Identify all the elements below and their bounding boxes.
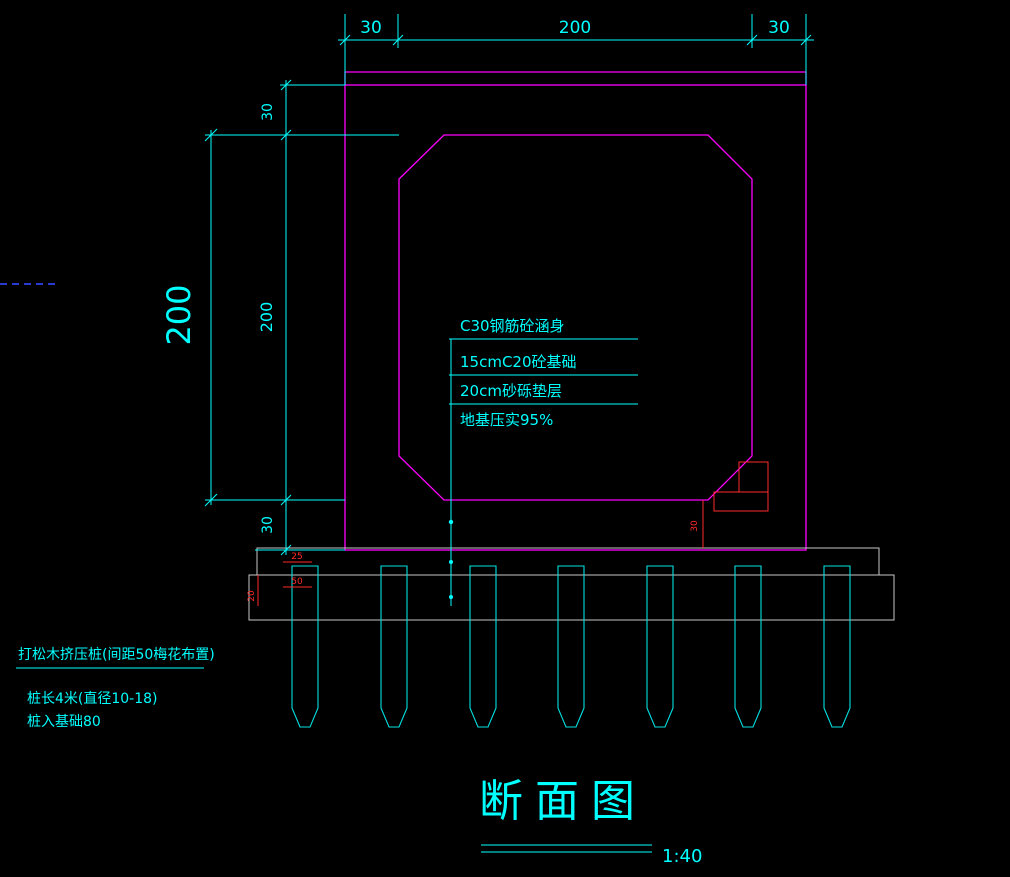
culvert-opening xyxy=(398,134,753,501)
drawing-title: 断面图 xyxy=(479,776,647,827)
note-gravel-cushion: 20cm砂砾垫层 xyxy=(460,382,562,400)
note-culvert-body: C30钢筋砼涵身 xyxy=(460,317,565,335)
pile-notes: 打松木挤压桩(间距50梅花布置) 桩长4米(直径10-18) 桩入基础80 xyxy=(16,646,215,730)
pile-7 xyxy=(823,565,851,728)
left-outer-dimension: 200 xyxy=(160,128,399,507)
top-dim-label-middle: 200 xyxy=(559,18,591,38)
leader-dot-foundation xyxy=(449,560,453,564)
foundation-cushion-layer xyxy=(248,574,895,621)
pile-6 xyxy=(734,565,762,728)
detail-dim-cushion: 20 xyxy=(247,590,257,602)
leader-dot-body xyxy=(448,519,454,525)
top-dim-label-left: 30 xyxy=(360,18,382,38)
timber-piles xyxy=(291,565,851,728)
culvert-body xyxy=(344,71,807,551)
detail-box-lower xyxy=(713,491,769,512)
foundation-concrete-layer xyxy=(256,547,880,576)
leader-dot-cushion xyxy=(449,595,453,599)
left-dim-label-bottom: 30 xyxy=(260,516,276,534)
detail-dim-step-lower: 50 xyxy=(291,577,303,587)
pile-4 xyxy=(557,565,585,728)
pile-1 xyxy=(291,565,319,728)
left-dim-label-middle: 200 xyxy=(257,302,276,333)
pile-2 xyxy=(380,565,408,728)
pile-3 xyxy=(469,565,497,728)
culvert-outer-wall xyxy=(344,84,807,551)
title-block: 断面图 1:40 xyxy=(479,776,702,867)
detail-dim-wall-base: 30 xyxy=(690,520,700,532)
pile-note-length: 桩长4米(直径10-18) xyxy=(27,690,158,707)
material-notes: C30钢筋砼涵身 15cmC20砼基础 20cm砂砾垫层 地基压实95% xyxy=(448,317,638,606)
detail-dimensions: 25 50 20 30 xyxy=(247,461,769,606)
top-dim-label-right: 30 xyxy=(768,18,790,38)
pile-note-embedment: 桩入基础80 xyxy=(27,713,101,730)
detail-box-upper xyxy=(738,461,769,493)
left-dim-label-top: 30 xyxy=(260,103,276,121)
pile-5 xyxy=(646,565,674,728)
detail-dim-step-upper: 25 xyxy=(291,552,302,562)
left-inner-dimension-chain: 30 200 30 xyxy=(255,79,345,556)
top-dimension-chain: 30 200 30 xyxy=(338,14,814,85)
pile-note-spacing: 打松木挤压桩(间距50梅花布置) xyxy=(18,646,215,663)
left-outer-dim-label: 200 xyxy=(160,284,198,345)
drawing-scale: 1:40 xyxy=(662,846,702,867)
note-subgrade-compaction: 地基压实95% xyxy=(460,411,553,429)
foundation xyxy=(248,547,895,621)
note-concrete-foundation: 15cmC20砼基础 xyxy=(460,353,577,371)
